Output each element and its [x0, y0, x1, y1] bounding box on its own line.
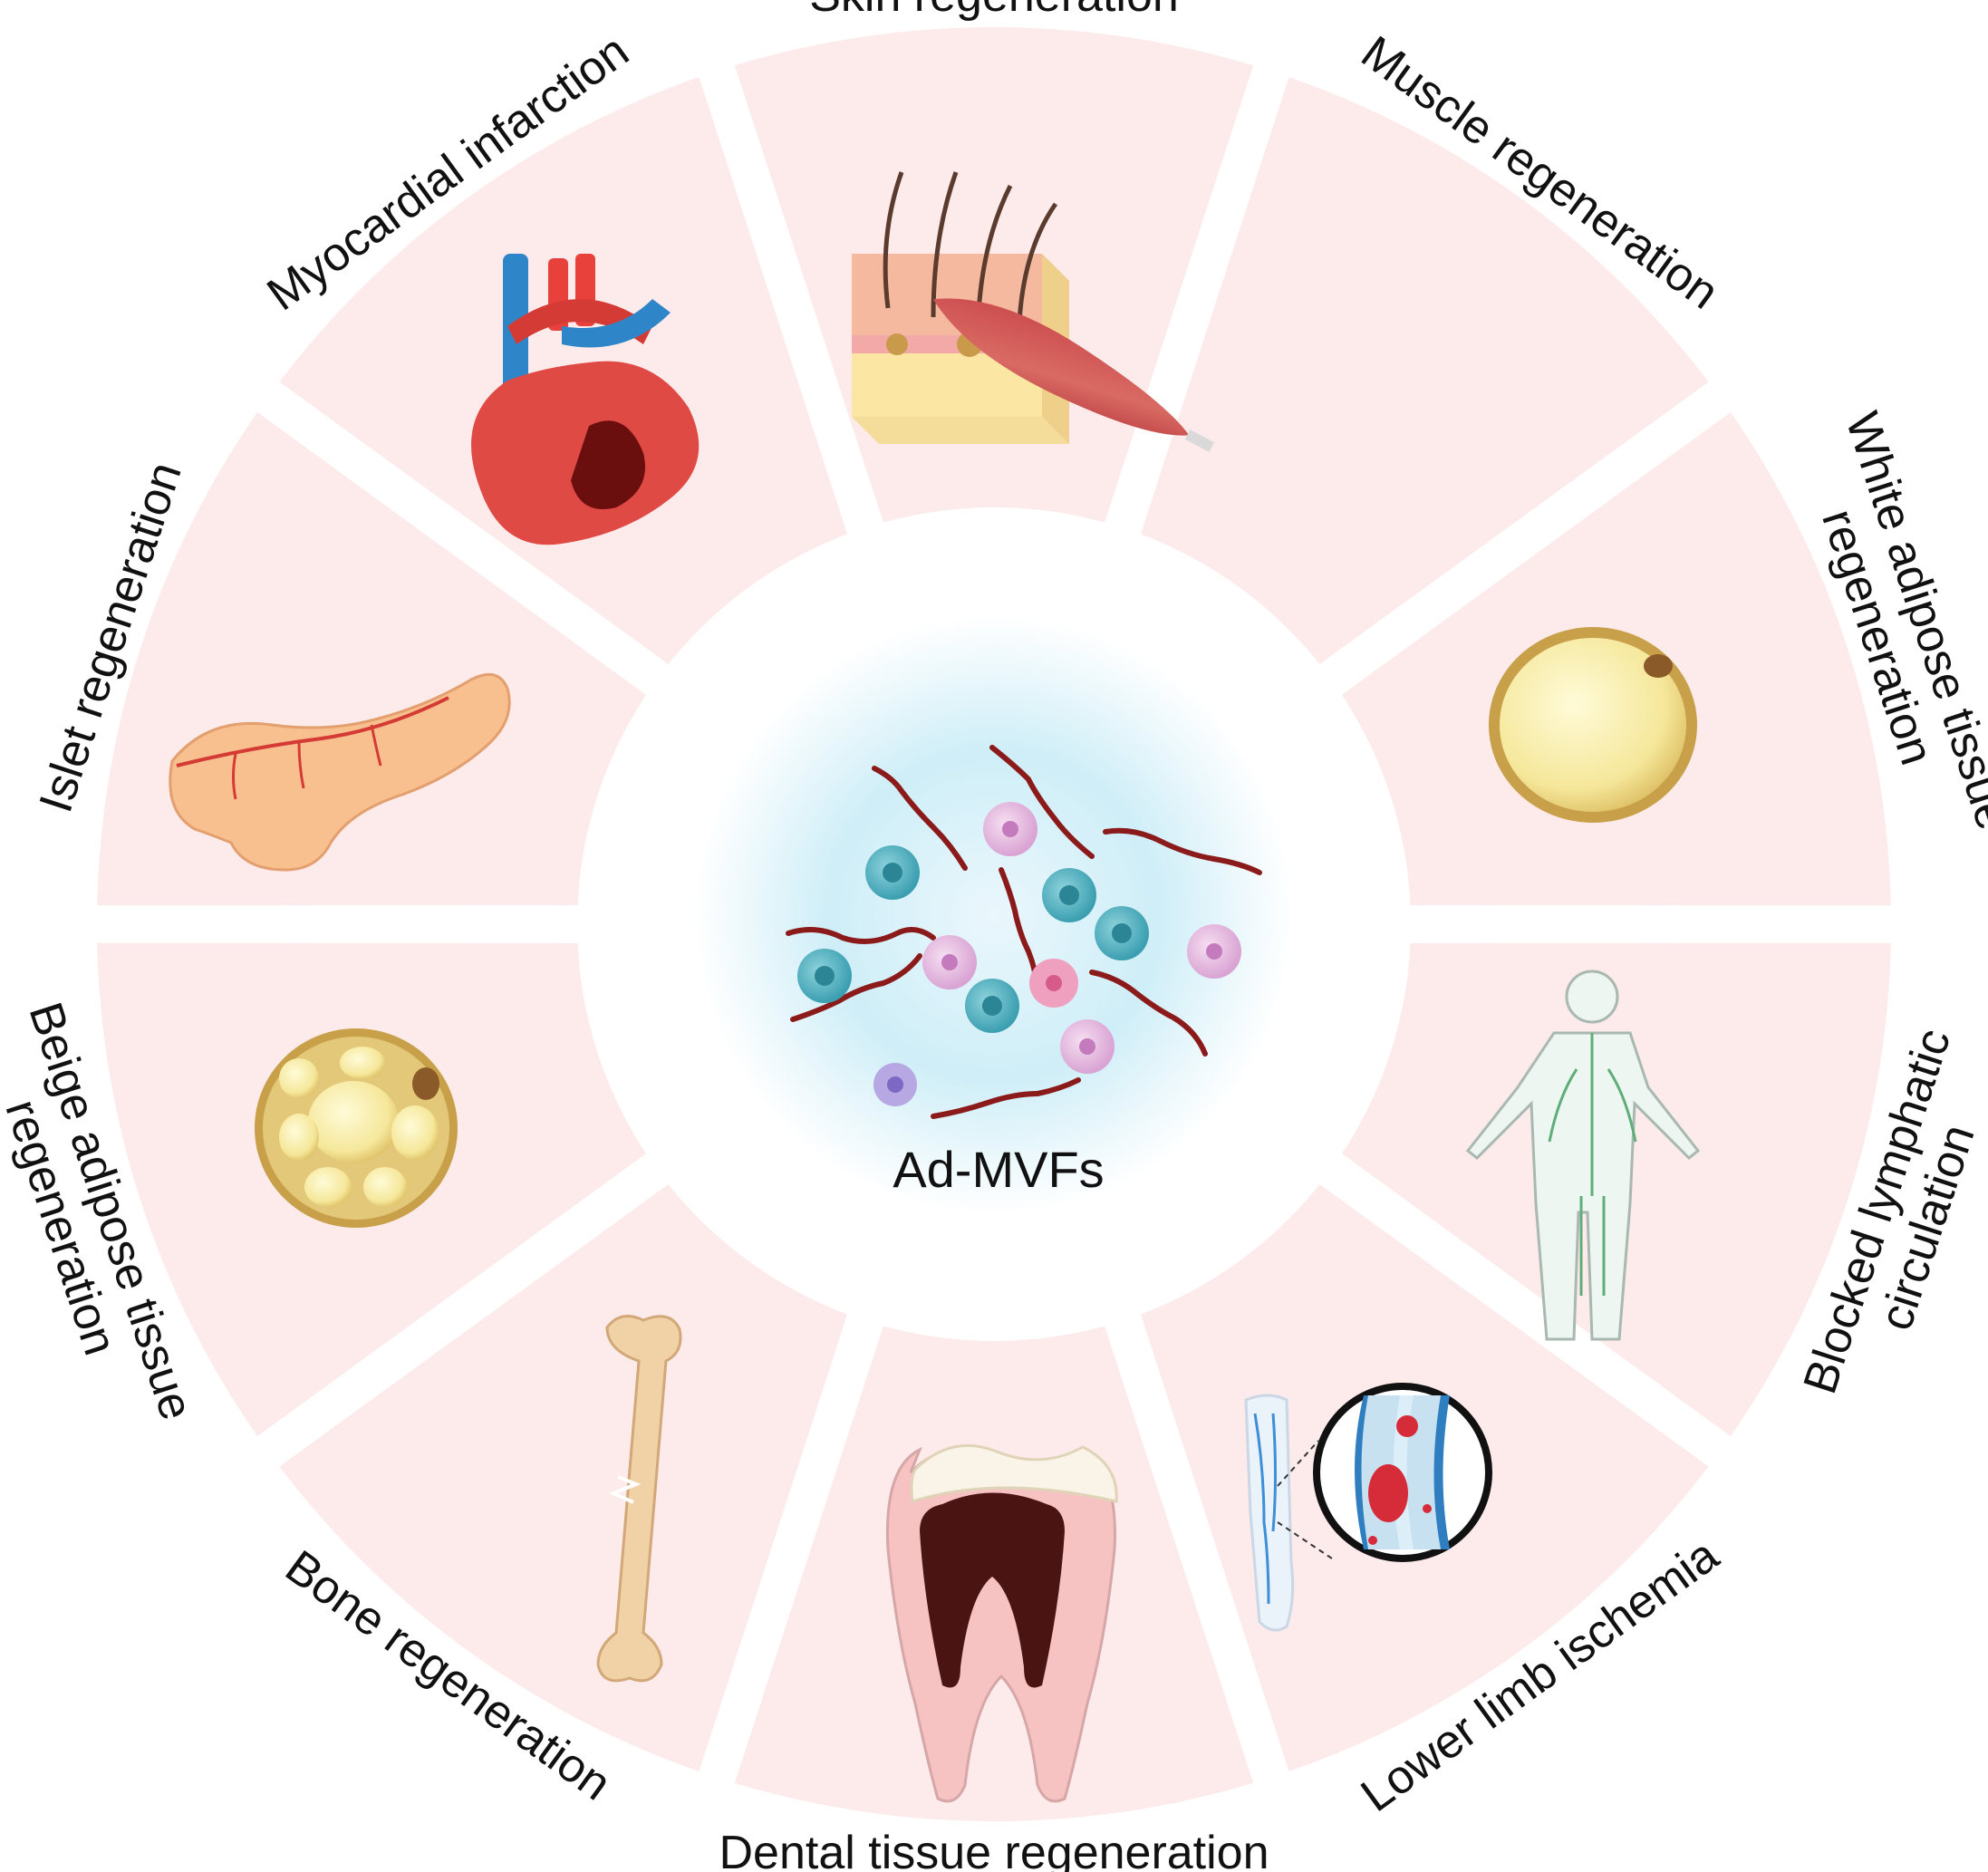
segment-bone — [279, 1182, 849, 1771]
vessel-fibers — [786, 745, 1262, 1119]
pink-cells — [873, 802, 1241, 1106]
label-skin: Skin regeneration — [809, 0, 1179, 22]
pancreas-icon — [169, 672, 511, 872]
teal-cells — [797, 845, 1149, 1033]
center-glow — [695, 616, 1293, 1214]
label-dental-line-0: Dental tissue regeneration — [719, 1827, 1269, 1872]
lymphatic-body-icon — [1465, 970, 1701, 1341]
heart-icon — [471, 254, 700, 545]
label-skin-line-0: Skin regeneration — [809, 0, 1179, 22]
muscle-icon — [932, 298, 1214, 452]
microvascular-fragments-illustration — [786, 745, 1262, 1119]
segment-muscle — [1139, 77, 1709, 667]
center-label: Ad-MVFs — [893, 1141, 1104, 1198]
white-adipocyte-icon — [1489, 627, 1697, 823]
tooth-icon — [885, 1443, 1118, 1803]
bone-icon — [596, 1315, 682, 1683]
beige-adipocyte-icon — [255, 1028, 458, 1228]
label-dental: Dental tissue regeneration — [719, 1827, 1269, 1872]
leg-vessel-icon — [1244, 1383, 1492, 1632]
